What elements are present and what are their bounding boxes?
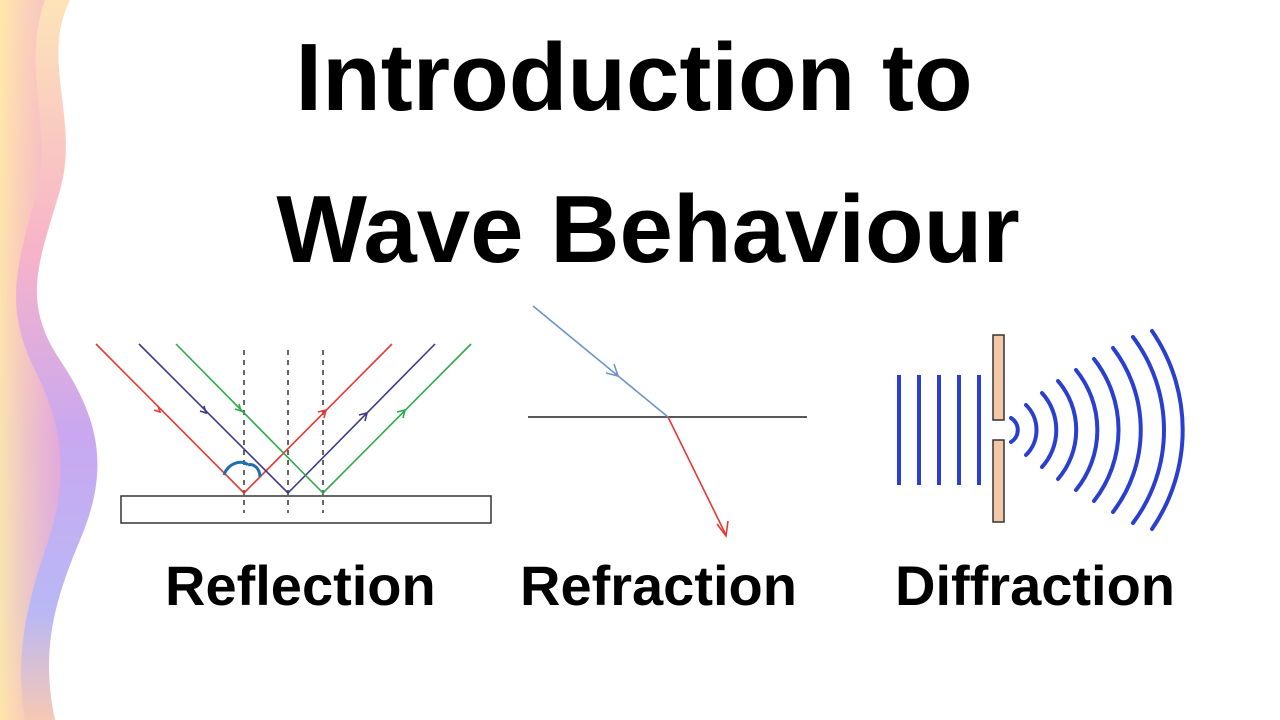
circular-wavefront bbox=[1111, 346, 1143, 514]
title-line-2: Wave Behaviour bbox=[276, 176, 1020, 283]
circular-wavefront bbox=[1040, 391, 1059, 469]
arrow-icon bbox=[605, 363, 620, 378]
green-ray bbox=[175, 343, 472, 495]
caption-refraction: Refraction bbox=[520, 554, 797, 617]
angle-arc-icon bbox=[222, 460, 250, 476]
arrow-icon bbox=[716, 520, 729, 539]
title-line-1: Introduction to bbox=[295, 24, 973, 131]
caption-diffraction: Diffraction bbox=[895, 554, 1175, 617]
caption-reflection: Reflection bbox=[165, 554, 436, 617]
incident-ray bbox=[532, 305, 669, 418]
circular-wavefront bbox=[1131, 335, 1166, 525]
refracted-ray bbox=[667, 416, 727, 536]
arrow-icon bbox=[317, 408, 328, 419]
circular-wavefront bbox=[1009, 416, 1020, 444]
circular-wavefront bbox=[1150, 329, 1185, 531]
barrier-bottom bbox=[992, 439, 1005, 523]
diffraction-diagram bbox=[897, 329, 1185, 531]
circular-wavefront bbox=[1056, 379, 1079, 481]
arrow-icon bbox=[358, 411, 369, 422]
arrow-icon bbox=[153, 405, 162, 414]
angle-arc-icon bbox=[247, 463, 262, 478]
red-ray bbox=[95, 343, 393, 495]
circular-wavefront bbox=[1024, 403, 1039, 457]
arrow-icon bbox=[234, 403, 243, 413]
reflection-diagram bbox=[95, 343, 492, 524]
navy-ray bbox=[138, 343, 436, 495]
reflecting-surface bbox=[120, 495, 492, 524]
arrow-icon bbox=[199, 405, 208, 415]
refraction-diagram bbox=[528, 305, 807, 539]
circular-wavefront bbox=[1074, 368, 1100, 492]
arrow-icon bbox=[396, 408, 407, 419]
decorative-gradient-wave bbox=[0, 0, 98, 720]
circular-wavefront bbox=[1092, 357, 1121, 503]
barrier-top bbox=[992, 334, 1005, 421]
